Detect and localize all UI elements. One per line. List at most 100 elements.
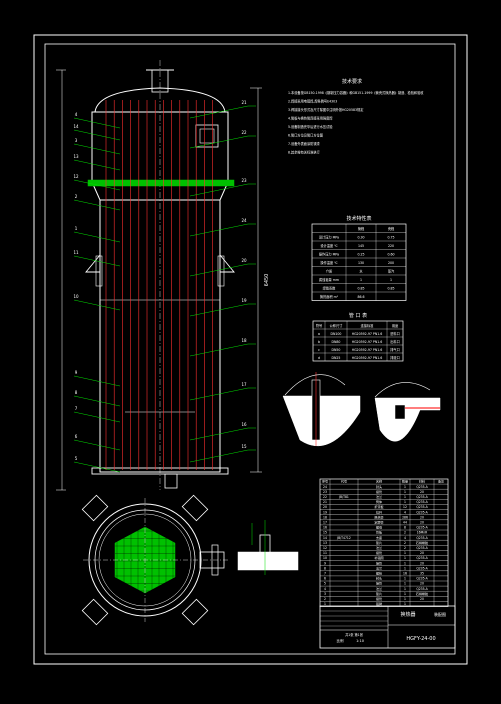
table-cell: 2 [404, 546, 406, 550]
callout-number: 13 [73, 154, 79, 159]
table-cell: 螺栓 [376, 570, 382, 575]
table-cell: 设计温度 ℃ [320, 243, 338, 248]
table-cell: 排气口 [390, 347, 400, 352]
tech-req-line: 2.焊接采用电弧焊,焊条牌号E4303 [288, 99, 337, 104]
table-cell: 0.25 [357, 253, 364, 257]
callout-number: 3 [75, 138, 78, 143]
table-cell: 130 [358, 261, 364, 265]
table-cell: Q235-A [416, 577, 428, 581]
table-cell: 15 [323, 531, 327, 535]
table-cell: Q235-A [416, 536, 428, 540]
dim-total-height: 6450 [264, 274, 270, 287]
table-cell: 1 [404, 577, 406, 581]
right-support [219, 254, 235, 273]
table-cell: 螺母 [376, 525, 382, 530]
leader-line [189, 183, 249, 197]
table-cell: 接管 [376, 489, 382, 494]
table-cell: 16 [323, 526, 327, 530]
table-cell: 10 [323, 556, 327, 560]
tech-req-title: 技术要求 [342, 78, 362, 85]
table-cell: 接管 [376, 596, 382, 601]
table-cell: 2 [404, 531, 406, 535]
scale-label: 比例 [337, 638, 345, 643]
tech-req-line: 1.本设备按GB150-1998《钢制压力容器》和GB151-1999《管壳式换… [288, 90, 424, 95]
table-cell: 法兰 [376, 494, 382, 499]
leader-line [73, 439, 121, 451]
plan-support-lugs [81, 494, 209, 626]
table-cell: DN80 [332, 340, 341, 344]
table-cell: 折流板 [374, 504, 383, 509]
inner-frame [44, 43, 456, 655]
table-cell: 拉杆 [376, 509, 382, 514]
table-cell: 5 [324, 582, 326, 586]
table-cell: JB/T4712 [336, 536, 351, 540]
scale-value: 1:10 [356, 639, 364, 643]
table-cell: Q235-A [416, 546, 428, 550]
top-head [94, 87, 226, 113]
table-border [312, 320, 404, 362]
table-cell: 进料口 [390, 331, 400, 336]
table-title: 管 口 表 [349, 312, 367, 319]
side-nozzle-box [195, 124, 219, 148]
elevation-view [85, 60, 235, 490]
table-cell: 20 [420, 597, 424, 601]
table-cell: 6 [324, 577, 326, 581]
drawing-name: 换热器 [400, 611, 415, 618]
table-cell: 垫片 [376, 591, 382, 596]
table-cell: 12 [403, 505, 407, 509]
callout-number: 5 [75, 456, 78, 461]
leader-line [73, 299, 121, 311]
table-cell: 法兰 [376, 565, 382, 570]
table-header: 符号 [316, 323, 322, 328]
tech-req-line: 4.管板与换热管连接采用强度焊 [288, 116, 333, 121]
table-cell: 2 [404, 541, 406, 545]
leader-line [73, 117, 121, 129]
leader-line [73, 159, 121, 171]
table-cell: 石棉橡胶 [416, 591, 428, 596]
table-cell: 8 [404, 526, 406, 530]
leader-line [189, 303, 249, 317]
table-cell: Q235-A [416, 566, 428, 570]
table-header: 材料 [419, 479, 425, 484]
table-cell: Q235-A [416, 485, 428, 489]
table-header: 序号 [322, 479, 328, 484]
leader-line [189, 105, 249, 119]
table-cell: Q235-A [416, 500, 428, 504]
callout-number: 8 [75, 390, 78, 395]
table-cell: HG20592-97 PN1.6 [352, 332, 383, 336]
table-cell: 换热管 [374, 514, 383, 519]
leader-line [189, 427, 249, 441]
table-cell: 1 [404, 592, 406, 596]
title-block-border [319, 605, 456, 649]
table-cell: 排液口 [390, 355, 400, 360]
table-cell: 22 [323, 495, 327, 499]
table-cell: 20 [420, 490, 424, 494]
upper-tubesheet [87, 179, 235, 187]
table-cell: 操作温度 ℃ [320, 260, 338, 265]
leader-line [73, 375, 121, 387]
leader-line [73, 395, 121, 407]
leader-line [73, 461, 121, 473]
table-cell: 补强圈 [374, 555, 383, 560]
table-cell: 19 [323, 510, 327, 514]
table-cell: 出料口 [390, 339, 400, 344]
left-support [85, 254, 101, 273]
table-header: 管程 [358, 226, 365, 231]
lower-tubesheet [91, 467, 229, 475]
bottom-nozzle [164, 473, 178, 489]
table-cell: 垫片 [376, 540, 382, 545]
table-cell: 1 [404, 551, 406, 555]
table-cell: b [318, 340, 320, 344]
table-cell: 1 [360, 278, 362, 282]
table-header: 公称尺寸 [330, 323, 344, 328]
table-header: 名称 [376, 479, 382, 484]
table-cell: 接管 [376, 560, 382, 565]
table-cell: Q235-A [416, 556, 428, 560]
table-cell: 20 [420, 551, 424, 555]
table-cell: 操作压力 MPa [319, 252, 339, 257]
table-border [319, 478, 449, 607]
table-cell: 筒体 [376, 499, 382, 504]
leader-line [73, 231, 121, 243]
table-header: 数量 [402, 479, 408, 484]
